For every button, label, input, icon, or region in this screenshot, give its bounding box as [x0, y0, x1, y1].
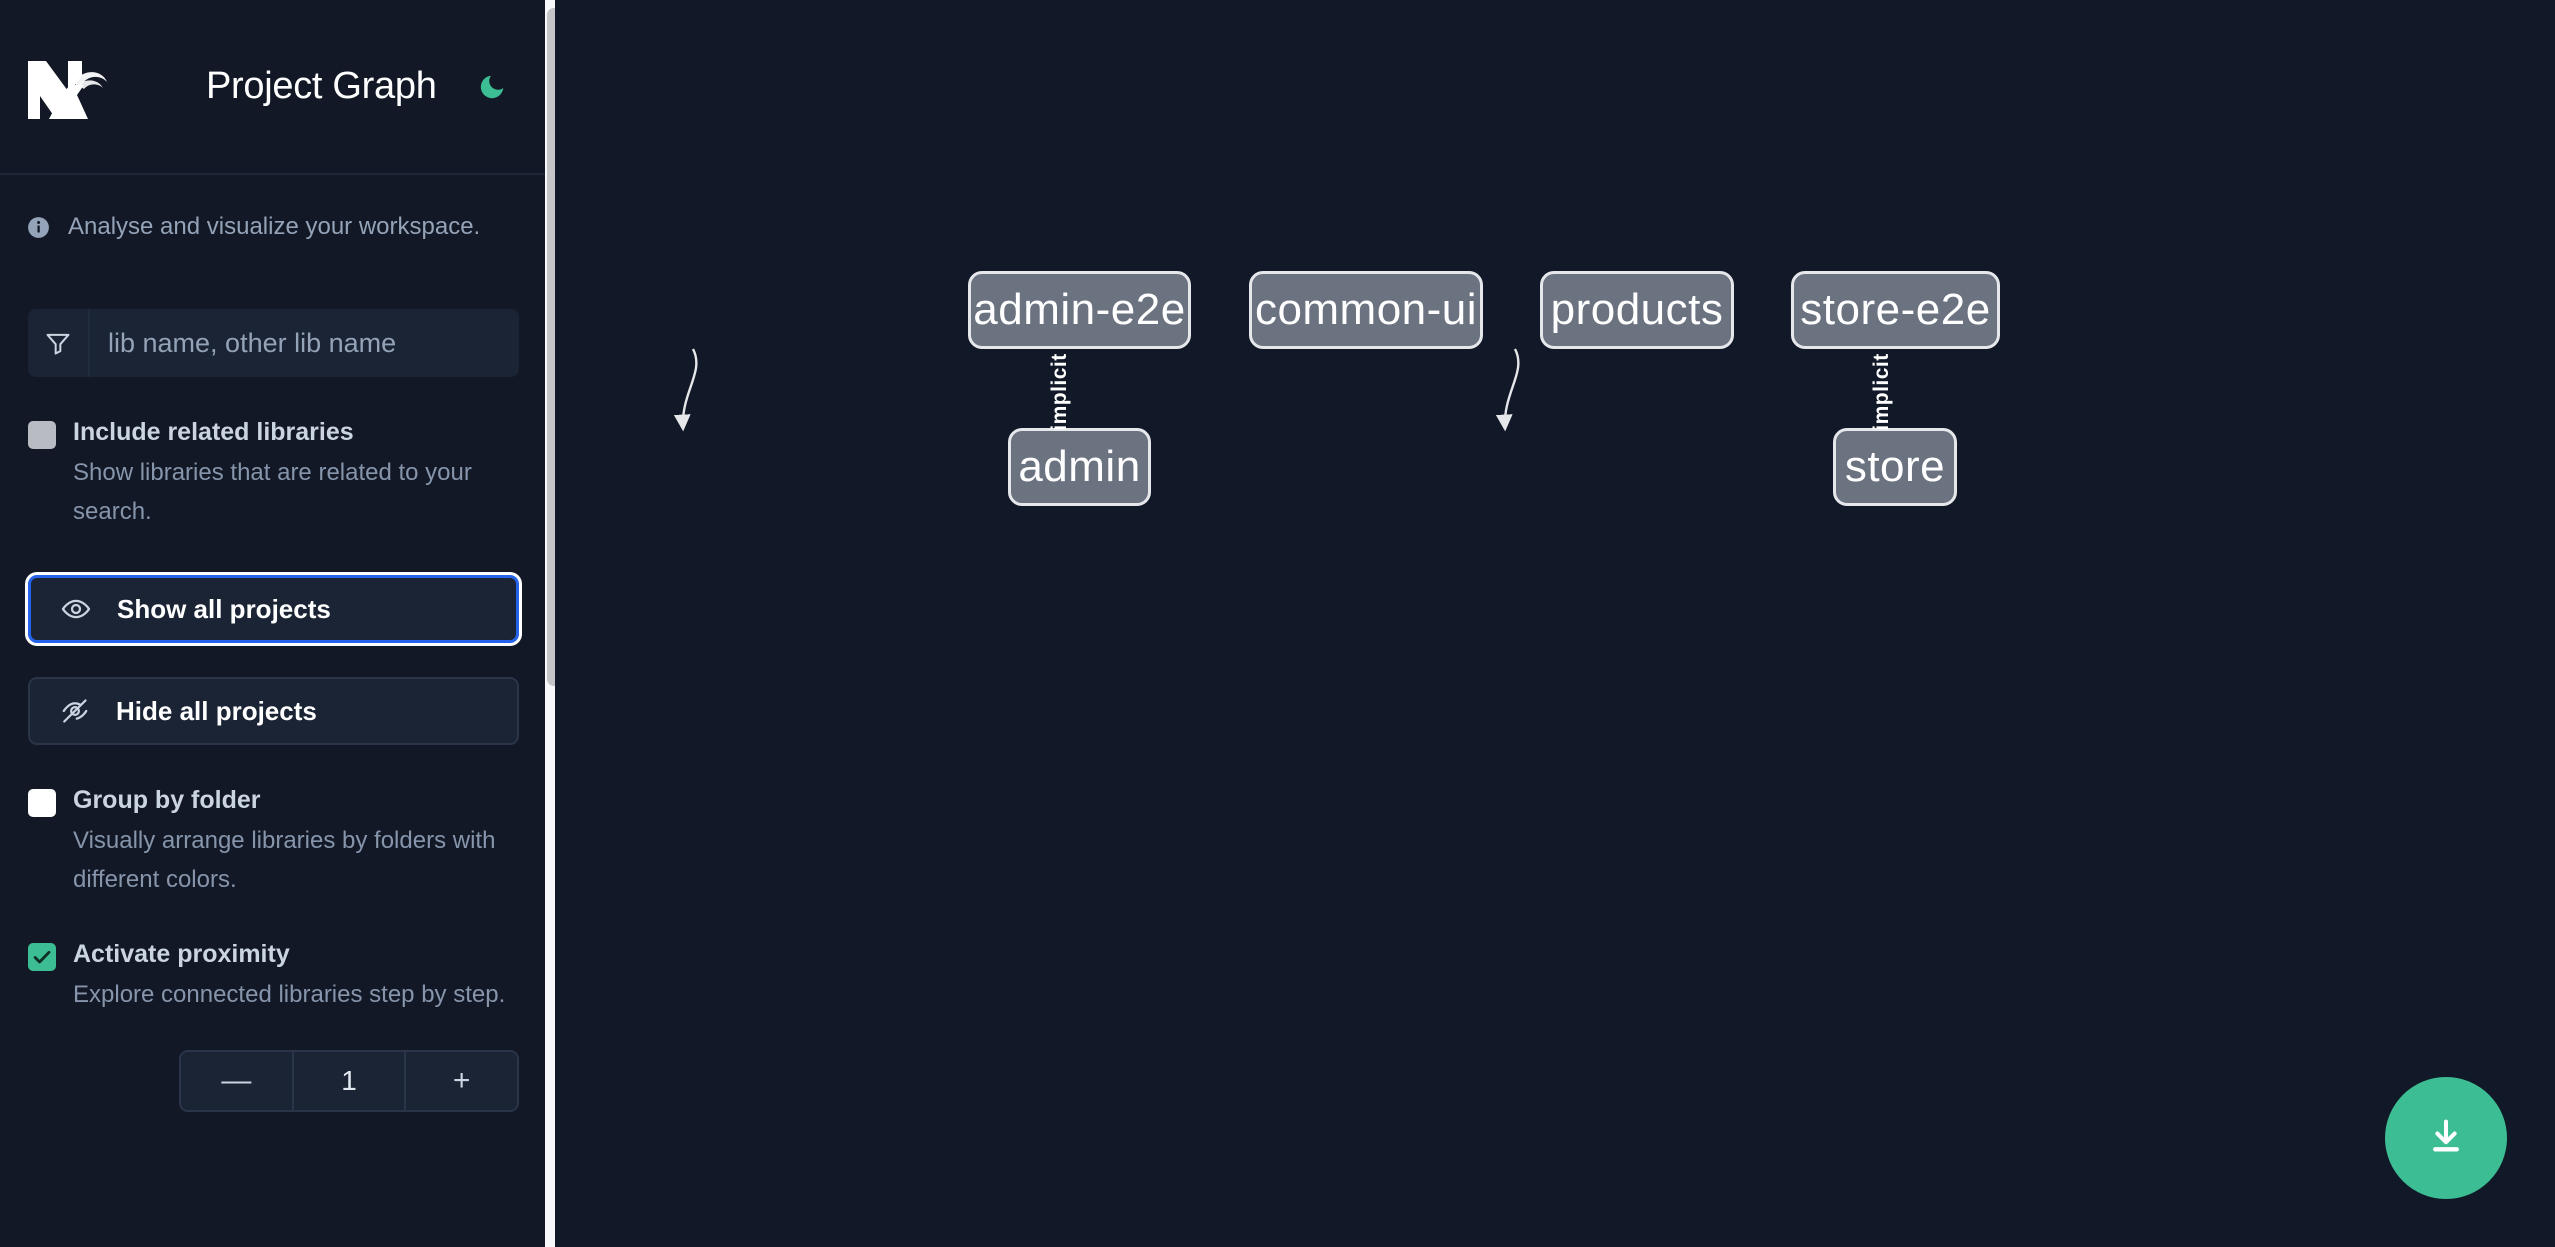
eye-off-icon — [58, 694, 92, 728]
sidebar-scrollbar-thumb[interactable] — [547, 8, 555, 686]
group-by-folder-label: Group by folder — [73, 786, 261, 814]
search-input[interactable] — [90, 309, 519, 377]
moon-icon[interactable] — [475, 70, 509, 104]
show-all-projects-button[interactable]: Show all projects — [28, 575, 519, 643]
proximity-stepper: — 1 + — [179, 1050, 519, 1112]
activate-proximity-description: Explore connected libraries step by step… — [73, 981, 506, 1008]
graph-edges — [673, 348, 1520, 432]
include-related-libraries-checkbox[interactable] — [28, 421, 56, 449]
workspace-hint-text: Analyse and visualize your workspace. — [68, 213, 481, 240]
graph-edge-label-admin: implicit — [1047, 353, 1071, 431]
eye-icon — [59, 592, 93, 626]
group-by-folder-checkbox[interactable] — [28, 789, 56, 817]
download-icon — [2423, 1114, 2469, 1163]
graph-canvas[interactable]: admin-e2e common-ui products store-e2e a… — [555, 0, 2555, 1247]
option-include-related-libraries: Include related libraries Show libraries… — [0, 377, 555, 531]
option-group-by-folder: Group by folder Visually arrange librari… — [0, 745, 555, 899]
graph-node-admin-e2e[interactable]: admin-e2e — [968, 271, 1191, 349]
proximity-increment-button[interactable]: + — [406, 1052, 517, 1110]
hide-all-projects-label: Hide all projects — [116, 695, 317, 726]
graph-edge-label-store: implicit — [1869, 353, 1893, 431]
activate-proximity-checkbox[interactable] — [28, 943, 56, 971]
graph-node-products[interactable]: products — [1540, 271, 1734, 349]
proximity-value: 1 — [291, 1052, 407, 1110]
option-activate-proximity: Activate proximity Explore connected lib… — [0, 899, 555, 1014]
graph-node-store-e2e[interactable]: store-e2e — [1791, 271, 2000, 349]
info-icon — [26, 215, 51, 240]
activate-proximity-label: Activate proximity — [73, 940, 290, 968]
visibility-buttons: Show all projects Hide all projects — [0, 531, 555, 745]
proximity-stepper-wrap: — 1 + — [0, 1014, 555, 1112]
graph-node-common-ui[interactable]: common-ui — [1249, 271, 1483, 349]
nx-logo — [26, 55, 110, 119]
graph-node-store[interactable]: store — [1833, 428, 1957, 506]
sidebar: Project Graph Analyse and visualize your… — [0, 0, 555, 1247]
workspace-hint: Analyse and visualize your workspace. — [0, 175, 555, 241]
include-related-libraries-label: Include related libraries — [73, 418, 354, 446]
show-all-projects-label: Show all projects — [117, 593, 331, 624]
search-filter-box[interactable] — [28, 309, 519, 377]
filter-funnel-icon — [28, 309, 90, 377]
hide-all-projects-button[interactable]: Hide all projects — [28, 677, 519, 745]
group-by-folder-description: Visually arrange libraries by folders wi… — [73, 827, 496, 893]
include-related-libraries-description: Show libraries that are related to your … — [73, 459, 472, 525]
proximity-decrement-button[interactable]: — — [181, 1052, 292, 1110]
page-title: Project Graph — [206, 65, 437, 107]
graph-node-admin[interactable]: admin — [1008, 428, 1151, 506]
download-graph-button[interactable] — [2385, 1077, 2507, 1199]
sidebar-header: Project Graph — [0, 0, 555, 175]
